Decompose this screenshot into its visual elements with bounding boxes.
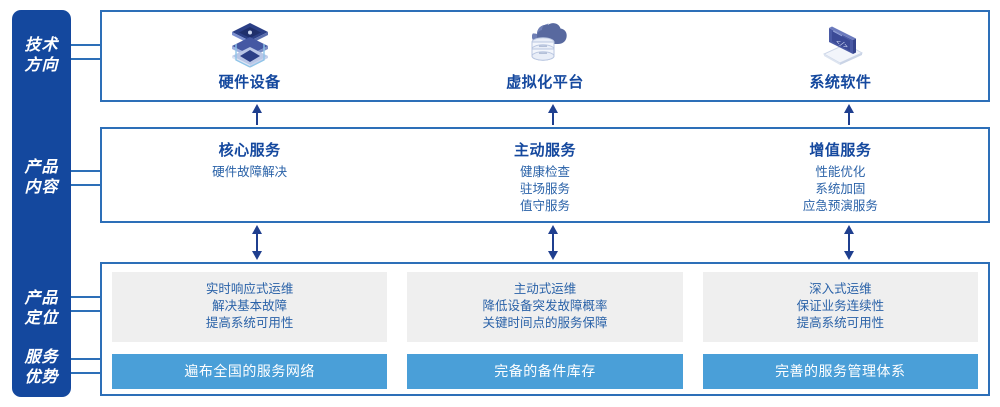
positioning-line: 提高系统可用性 xyxy=(205,316,294,330)
connector-line xyxy=(71,296,102,298)
tech-direction-title: 虚拟化平台 xyxy=(506,74,584,91)
service-advantage-box[interactable]: 完善的服务管理体系 xyxy=(702,354,978,389)
tech-direction-title: 硬件设备 xyxy=(218,74,281,91)
rail-label-line: 内容 xyxy=(24,179,59,196)
rail-label-line: 产品 xyxy=(24,159,59,176)
positioning-line: 实时响应式运维 xyxy=(205,282,294,296)
positioning-line: 解决基本故障 xyxy=(212,299,288,313)
rail-label-line: 服务 xyxy=(24,349,59,366)
connector-line xyxy=(71,372,102,374)
tech-direction-title: 系统软件 xyxy=(809,74,872,91)
arrow-up-down-icon xyxy=(252,225,262,260)
rail-label-line: 技术 xyxy=(24,37,59,54)
product-content-service: 系统加固 xyxy=(815,182,866,196)
product-content-item-core[interactable]: 核心服务 硬件故障解决 xyxy=(102,129,397,221)
server-stack-icon xyxy=(231,23,268,68)
rail-label-line: 方向 xyxy=(24,57,59,74)
product-content-service: 驻场服务 xyxy=(519,182,570,196)
arrow-up-icon xyxy=(252,104,262,125)
positioning-line: 降低设备突发故障概率 xyxy=(482,299,608,313)
rail-label-line: 优势 xyxy=(24,369,59,386)
connector-line xyxy=(71,184,102,186)
service-advantage-box[interactable]: 遍布全国的服务网络 xyxy=(112,354,388,389)
rail-label-product-positioning: 产品 定位 xyxy=(12,289,71,329)
product-content-item-proactive[interactable]: 主动服务 健康检查 驻场服务 值守服务 xyxy=(397,129,692,221)
rail-label-tech-direction: 技术 方向 xyxy=(12,36,71,76)
product-content-service: 性能优化 xyxy=(815,165,866,179)
product-content-title: 增值服务 xyxy=(809,142,872,159)
positioning-line: 提高系统可用性 xyxy=(796,316,885,330)
tech-direction-item-virtualization[interactable]: 虚拟化平台 xyxy=(397,12,692,100)
arrow-up-down-icon xyxy=(844,225,854,260)
rail-label-service-advantage: 服务 优势 xyxy=(12,348,71,388)
connector-line xyxy=(71,310,102,312)
arrow-up-down-icon xyxy=(548,225,558,260)
connector-line xyxy=(71,44,102,46)
product-content-item-value-added[interactable]: 增值服务 性能优化 系统加固 应急预演服务 xyxy=(693,129,988,221)
product-content-service: 值守服务 xyxy=(519,199,570,213)
rail-label-line: 定位 xyxy=(24,310,59,327)
product-content-service: 健康检查 xyxy=(519,165,570,179)
arrow-up-icon xyxy=(548,104,558,125)
product-content-service: 硬件故障解决 xyxy=(212,165,288,179)
connector-line xyxy=(71,58,102,60)
laptop-code-icon: </> xyxy=(823,26,864,65)
positioning-line: 主动式运维 xyxy=(513,282,577,296)
positioning-line: 深入式运维 xyxy=(809,282,872,296)
tech-direction-item-hardware[interactable]: 硬件设备 xyxy=(102,12,397,100)
rail-label-product-content: 产品 内容 xyxy=(12,158,71,198)
positioning-column-indepth: 深入式运维 保证业务连续性 提高系统可用性 完善的服务管理体系 xyxy=(693,264,988,394)
product-positioning-box[interactable]: 深入式运维 保证业务连续性 提高系统可用性 xyxy=(702,272,978,342)
positioning-column-realtime: 实时响应式运维 解决基本故障 提高系统可用性 遍布全国的服务网络 xyxy=(102,264,397,394)
product-positioning-box[interactable]: 主动式运维 降低设备突发故障概率 关键时间点的服务保障 xyxy=(407,272,683,342)
positioning-advantage-panel: 实时响应式运维 解决基本故障 提高系统可用性 遍布全国的服务网络 主动式运维 降… xyxy=(100,262,990,396)
product-positioning-box[interactable]: 实时响应式运维 解决基本故障 提高系统可用性 xyxy=(112,272,388,342)
product-content-title: 主动服务 xyxy=(513,142,576,159)
positioning-line: 保证业务连续性 xyxy=(796,299,885,313)
product-content-title: 核心服务 xyxy=(218,142,281,159)
category-rail: 技术 方向 产品 内容 产品 定位 服务 优势 xyxy=(12,10,71,397)
tech-direction-panel: 硬件设备 虚拟化平台 xyxy=(100,10,990,102)
product-content-service: 应急预演服务 xyxy=(802,199,878,213)
cloud-database-icon xyxy=(531,23,567,61)
connector-line xyxy=(71,170,102,172)
arrow-up-icon xyxy=(844,104,854,125)
positioning-column-proactive: 主动式运维 降低设备突发故障概率 关键时间点的服务保障 完备的备件库存 xyxy=(397,264,692,394)
product-content-panel: 核心服务 硬件故障解决 主动服务 健康检查 驻场服务 值守服务 增值服务 性能优… xyxy=(100,127,990,223)
tech-direction-item-system-software[interactable]: </> 系统软件 xyxy=(693,12,988,100)
positioning-line: 关键时间点的服务保障 xyxy=(482,316,608,330)
connector-line xyxy=(71,358,102,360)
rail-label-line: 产品 xyxy=(24,290,59,307)
service-advantage-box[interactable]: 完备的备件库存 xyxy=(407,354,683,389)
